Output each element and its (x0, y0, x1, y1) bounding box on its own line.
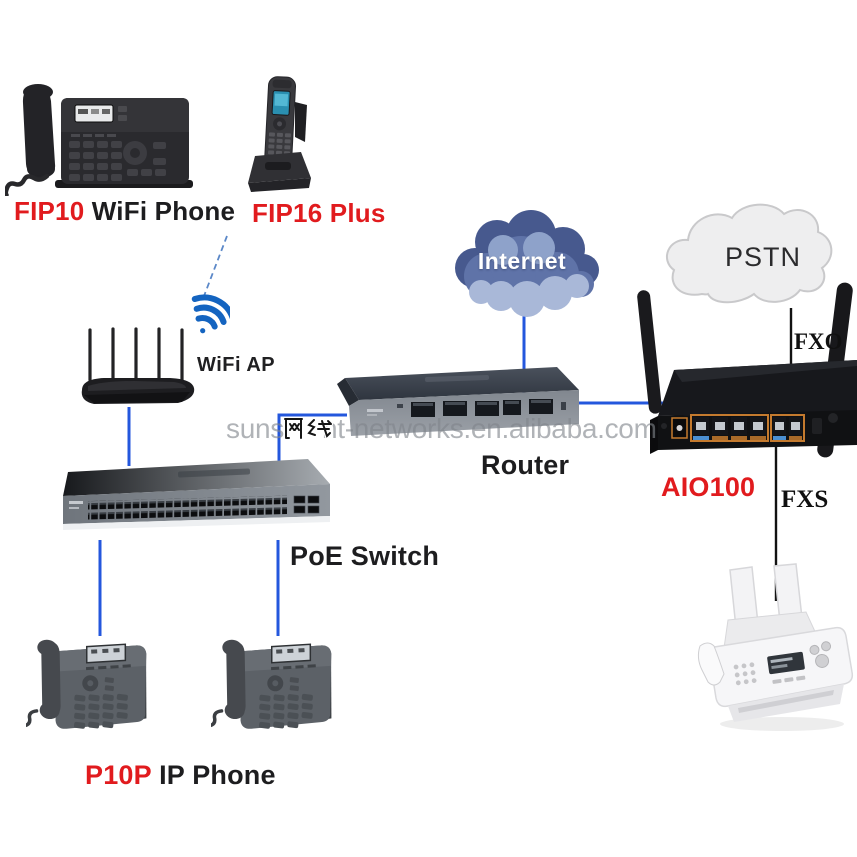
internet-label: Internet (477, 248, 567, 274)
cable-label-cn: 网线 (281, 414, 334, 443)
fip16-label: FIP16 Plus (252, 198, 386, 228)
pstn-label: PSTN (724, 242, 801, 272)
cable-label-cn-glyphs (282, 416, 334, 441)
wifi-signal-icon (191, 294, 230, 334)
poe-switch-image (63, 459, 330, 530)
fax-machine-image (697, 563, 854, 731)
pstn-cloud: PSTN (658, 200, 836, 322)
p10p-model: P10P (85, 760, 152, 790)
watermark: suns (226, 413, 284, 444)
link-wireless-dashed (203, 235, 228, 297)
router-image (337, 367, 579, 436)
watermark: nt-networks.en.alibaba.com (322, 413, 657, 444)
fxo-label: FXO (794, 329, 843, 354)
pstn-cloud-shape (666, 203, 833, 304)
router-label: Router (481, 450, 570, 480)
fip10-model: FIP10 (14, 196, 85, 226)
p10p-label: P10P IP Phone (85, 760, 276, 791)
aio100-label: AIO100 (661, 472, 756, 502)
wifi-ap-label: WiFi AP (197, 354, 276, 376)
fxs-label: FXS (781, 486, 829, 513)
aio100-gateway-image (637, 282, 857, 458)
internet-cloud: Internet (443, 208, 601, 326)
fip10-type: WiFi Phone (84, 196, 236, 226)
link-router-switch (277, 413, 347, 466)
p10p-phone-1-image (26, 639, 147, 735)
p10p-type: IP Phone (151, 760, 276, 790)
wifi-ap-image (81, 327, 195, 404)
p10p-phone-2-image (211, 639, 332, 735)
fip16-phone-image (248, 76, 311, 192)
internet-cloud-shape (455, 210, 599, 317)
cable-label-cn-text: 网线 (281, 414, 321, 443)
poe-switch-label: PoE Switch (290, 541, 440, 571)
fip10-phone-image (5, 84, 193, 196)
fip10-label: FIP10 WiFi Phone (14, 196, 235, 227)
